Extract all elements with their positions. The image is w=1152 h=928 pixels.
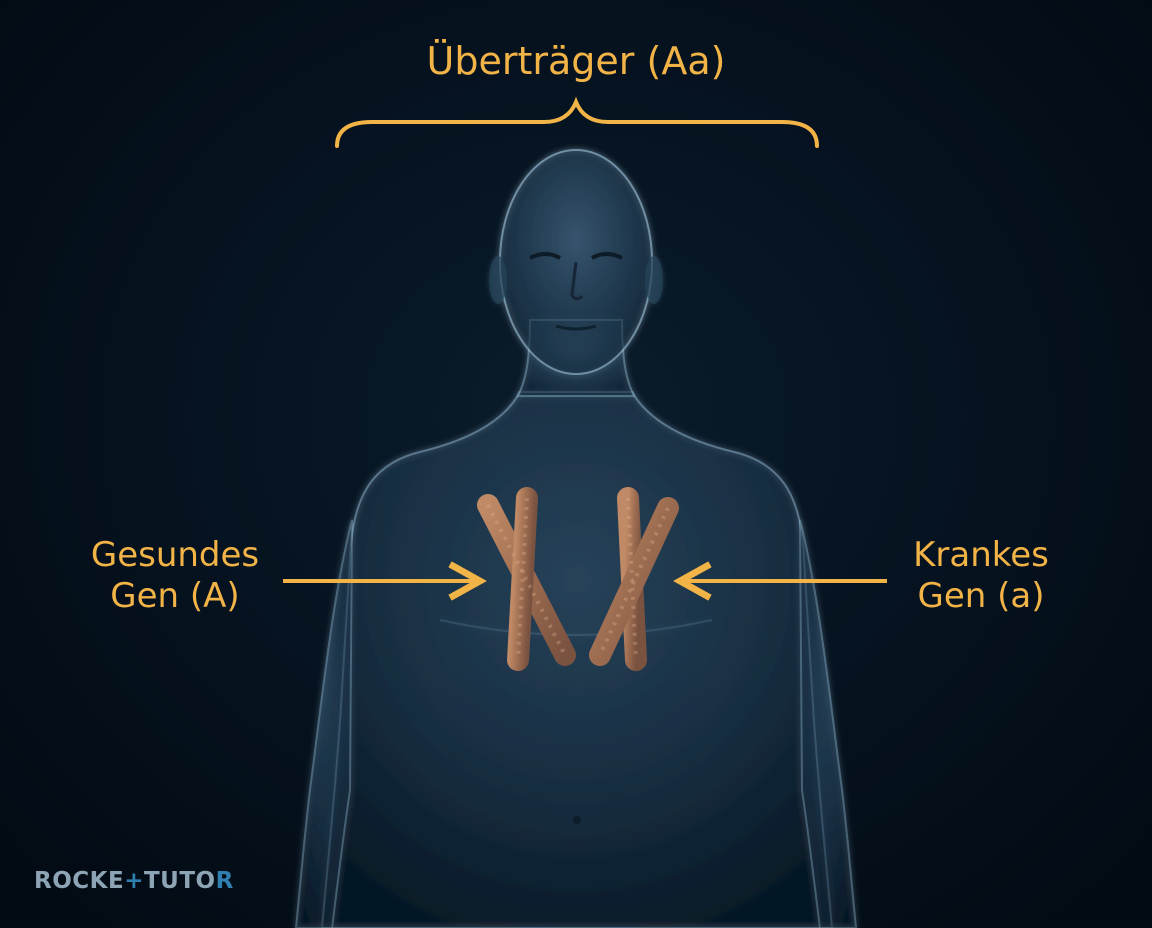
healthy-gene-label: Gesundes Gen (A) — [82, 535, 268, 618]
chromosome-affected — [589, 487, 679, 671]
affected-gene-label-line2: Gen (a) — [917, 576, 1045, 617]
carrier-title: Überträger (Aa) — [426, 39, 726, 83]
chest-line — [439, 619, 713, 636]
mouth — [555, 324, 597, 331]
logo-text-part4: R — [215, 868, 234, 894]
right-eye — [591, 252, 623, 260]
healthy-gene-label-line1: Gesundes — [90, 535, 260, 575]
right-arm — [799, 519, 858, 928]
title-brace — [335, 96, 819, 148]
affected-gene-label: Krankes Gen (a) — [888, 535, 1074, 618]
chromosome-pair — [477, 487, 679, 671]
healthy-gene-label-line2: Gen (A) — [110, 576, 240, 617]
nose — [570, 261, 584, 301]
left-ear — [489, 256, 507, 304]
left-arm — [294, 519, 353, 928]
affected-gene-label-line1: Krankes — [913, 535, 1049, 575]
right-ear — [645, 256, 663, 304]
torso — [320, 391, 834, 928]
left-eye — [529, 252, 561, 260]
logo-plus-mark: + — [124, 868, 144, 894]
logo-text-part3: TUTO — [143, 868, 216, 894]
brand-logo: ROCKE+TUTOR — [34, 868, 234, 894]
logo-text-part1: ROCKE — [34, 868, 125, 894]
chromosome-healthy — [477, 487, 576, 671]
navel — [573, 816, 581, 824]
human-body — [294, 149, 858, 928]
